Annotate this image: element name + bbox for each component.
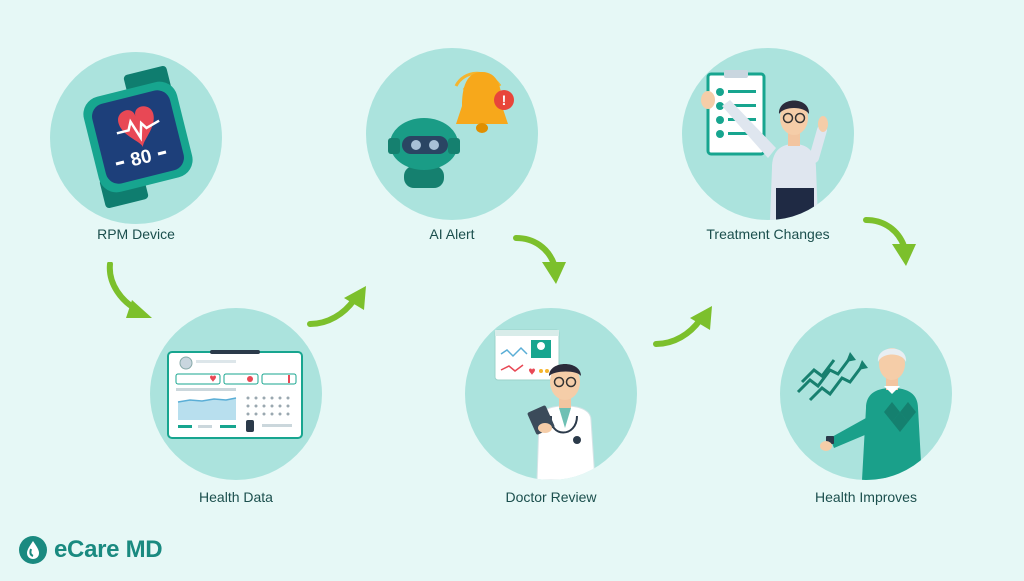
step-label-rpm-device: RPM Device [97, 226, 175, 242]
ecare-logo-icon [19, 536, 47, 564]
dashboard-icon [167, 350, 303, 439]
step-label-doctor-review: Doctor Review [505, 489, 597, 505]
robot-bell-icon: ! [388, 71, 514, 188]
curved-arrow-icon [863, 217, 916, 266]
alert-badge-icon [494, 90, 514, 110]
heart-rate-reading: 80 [128, 146, 154, 171]
doctor-icon [494, 329, 596, 480]
step-label-health-improves: Health Improves [815, 489, 917, 505]
curved-arrow-icon [653, 306, 712, 347]
elderly-man-trend-icon [796, 348, 922, 480]
step-label-ai-alert: AI Alert [429, 226, 475, 242]
curved-arrow-icon [106, 262, 152, 318]
alert-mark: ! [502, 92, 507, 108]
health-improves-circle [780, 308, 952, 480]
treatment-changes-circle [682, 48, 854, 220]
curved-arrow-icon [307, 286, 366, 327]
curved-arrow-icon [513, 235, 566, 284]
doctor-review-circle [465, 308, 637, 480]
rpm-device-circle: 80 [50, 52, 222, 224]
step-label-health-data: Health Data [199, 489, 273, 505]
smartwatch-icon: 80 [83, 65, 193, 209]
health-data-circle [150, 308, 322, 480]
brand-logo: eCare MD [18, 535, 163, 565]
brand-name: eCare MD [54, 536, 163, 564]
ai-alert-circle: ! [366, 48, 538, 220]
brand-name-suffix: MD [125, 536, 163, 563]
brand-name-prefix: eCare [54, 536, 120, 563]
clipboard-man-icon [701, 70, 828, 220]
step-label-treatment-changes: Treatment Changes [706, 226, 830, 242]
